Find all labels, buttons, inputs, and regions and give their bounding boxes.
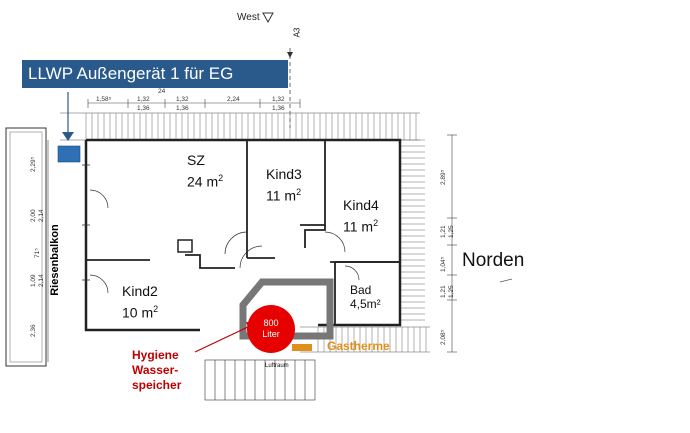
dim-top: 1,32 (137, 96, 150, 103)
room-kind3-name: Kind3 (266, 166, 302, 182)
section-marker: A3 (292, 27, 302, 38)
staircase (204, 359, 316, 401)
dim-right: 1,25 (448, 225, 455, 238)
dim-left: 1,09 (30, 274, 37, 287)
dim-top: 1,36 (176, 105, 189, 112)
dim-top: 1,36 (272, 105, 285, 112)
dim-left: 2,00 (30, 209, 37, 222)
room-bad-area: 4,5m² (350, 297, 381, 311)
outdoor-unit-title: LLWP Außengerät 1 für EG (22, 60, 288, 88)
compass-west: West (237, 12, 260, 23)
room-kind4-area: 11 m2 (343, 218, 379, 235)
boiler-label: Gastherme (327, 339, 390, 353)
dim-left: 2,36 (30, 324, 37, 337)
dim-left: 2,14 (38, 209, 45, 222)
west-triangle-icon (262, 12, 274, 24)
room-kind3-area: 11 m2 (266, 187, 302, 204)
roof-hatching-top (60, 112, 420, 141)
dim-top: 24 (158, 88, 166, 95)
dim-right: 2,08⁵ (440, 329, 447, 345)
roof-hatching-bottom (300, 326, 430, 353)
room-kind2-name: Kind2 (122, 283, 158, 299)
dim-top: 1,36 (137, 105, 150, 112)
dim-top: 1,32 (176, 96, 189, 103)
room-bad-name: Bad (350, 283, 372, 297)
dim-right: 1,25 (448, 285, 455, 298)
compass-north: Norden (462, 250, 525, 271)
section-arrow-icon (287, 52, 293, 58)
room-sz-area: 24 m2 (187, 173, 224, 190)
interior-walls (86, 140, 400, 325)
outdoor-unit (57, 145, 81, 163)
dim-left: 2,29⁵ (30, 156, 37, 172)
stair-label: Luftraum (265, 363, 289, 369)
balcony-label: Riesenbalkon (49, 224, 61, 296)
chimney (177, 239, 193, 253)
room-kind2-area: 10 m2 (122, 304, 159, 321)
dim-left: 2,14 (38, 274, 45, 287)
dim-right: 1,21 (440, 225, 447, 238)
arrow-down-icon (62, 132, 74, 141)
balcony-outline (5, 127, 47, 367)
dim-top: 1,32 (272, 96, 285, 103)
dim-top: 2,24 (227, 96, 240, 103)
boiler-unit (292, 344, 312, 351)
dim-right: 2,89⁵ (440, 169, 447, 185)
outer-walls (84, 138, 402, 332)
dim-right: 1,21 (440, 285, 447, 298)
dim-top: 1,58⁵ (96, 96, 112, 103)
door-swings (89, 189, 360, 294)
dim-right: 1,04⁵ (440, 256, 447, 272)
dim-left: 71⁵ (34, 248, 41, 258)
room-sz-name: SZ (187, 152, 205, 168)
room-kind4-name: Kind4 (343, 197, 379, 213)
storage-room-wall (239, 278, 334, 340)
